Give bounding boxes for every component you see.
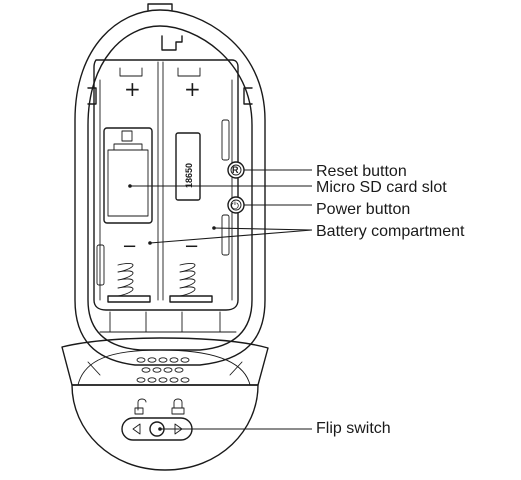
bottom-cap <box>61 337 269 471</box>
right-spring-icon <box>179 262 196 297</box>
camera-housing <box>74 3 266 366</box>
triangle-left-icon <box>132 423 141 435</box>
micro-sd-card-slot <box>103 127 153 224</box>
battery-cell: 18650 <box>175 132 201 201</box>
flip-switch-label: Flip switch <box>316 420 391 437</box>
speaker-grille <box>136 357 190 383</box>
power-symbol-icon: ⏻ <box>231 201 239 212</box>
reset-button-label: Reset button <box>316 163 407 180</box>
lock-open-icon <box>137 398 147 411</box>
cell-marking-text: 18650 <box>184 163 194 188</box>
power-button-label: Power button <box>316 201 410 218</box>
flip-switch[interactable] <box>121 398 193 441</box>
lock-closed-icon <box>173 398 183 409</box>
reset-symbol: R <box>232 165 239 175</box>
reset-button[interactable]: R <box>227 161 245 179</box>
micro-sd-slot-label: Micro SD card slot <box>316 179 447 196</box>
leader-lines <box>128 169 313 431</box>
battery-compartment-label: Battery compartment <box>316 223 465 240</box>
left-plus-sign: + <box>124 77 141 101</box>
battery-compartment: + + − − <box>96 67 230 303</box>
power-button[interactable]: ⏻ <box>227 196 245 214</box>
left-minus-sign: − <box>122 236 137 257</box>
left-spring-icon <box>117 262 134 297</box>
right-plus-sign: + <box>184 77 201 101</box>
right-minus-sign: − <box>184 236 199 257</box>
